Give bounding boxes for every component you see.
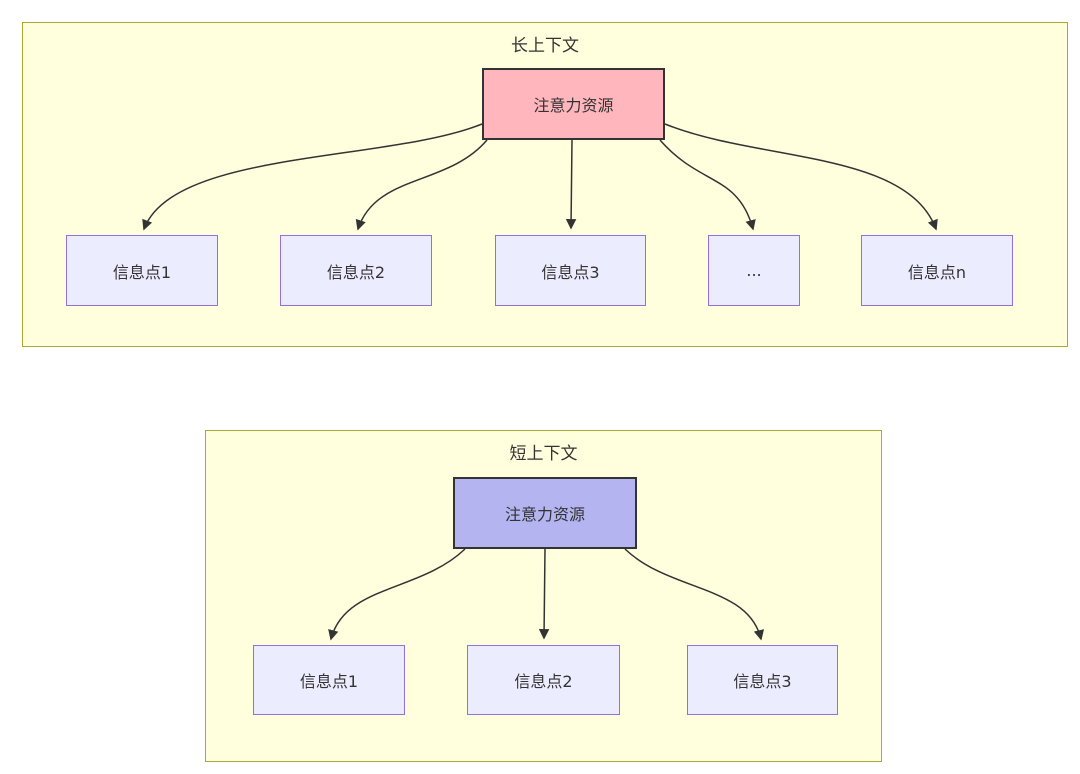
node-attention-short: 注意力资源	[453, 477, 637, 549]
node-attention-long: 注意力资源	[482, 68, 665, 140]
cluster-long-title: 长上下文	[511, 36, 579, 56]
node-info-short-2: 信息点2	[467, 645, 620, 715]
node-info-long-1-label: 信息点1	[112, 262, 172, 282]
node-info-short-1-label: 信息点1	[299, 672, 359, 691]
node-info-long-1: 信息点1	[66, 235, 218, 306]
node-info-short-3-label: 信息点3	[733, 672, 792, 691]
node-info-long-2: 信息点2	[280, 235, 432, 306]
node-info-long-ellipsis-label: ...	[746, 261, 762, 280]
node-info-short-2-label: 信息点2	[514, 672, 573, 691]
node-info-long-n: 信息点n	[861, 235, 1013, 306]
node-info-long-3: 信息点3	[495, 235, 646, 306]
node-info-long-2-label: 信息点2	[326, 262, 386, 282]
node-attention-short-label: 注意力资源	[504, 505, 585, 524]
node-info-long-ellipsis: ...	[708, 235, 800, 306]
node-info-short-1: 信息点1	[253, 645, 405, 715]
cluster-short-title: 短上下文	[509, 444, 578, 464]
node-info-short-3: 信息点3	[687, 645, 838, 715]
node-info-long-n-label: 信息点n	[907, 262, 967, 282]
node-attention-long-label: 注意力资源	[533, 96, 614, 115]
node-info-long-3-label: 信息点3	[541, 262, 600, 282]
